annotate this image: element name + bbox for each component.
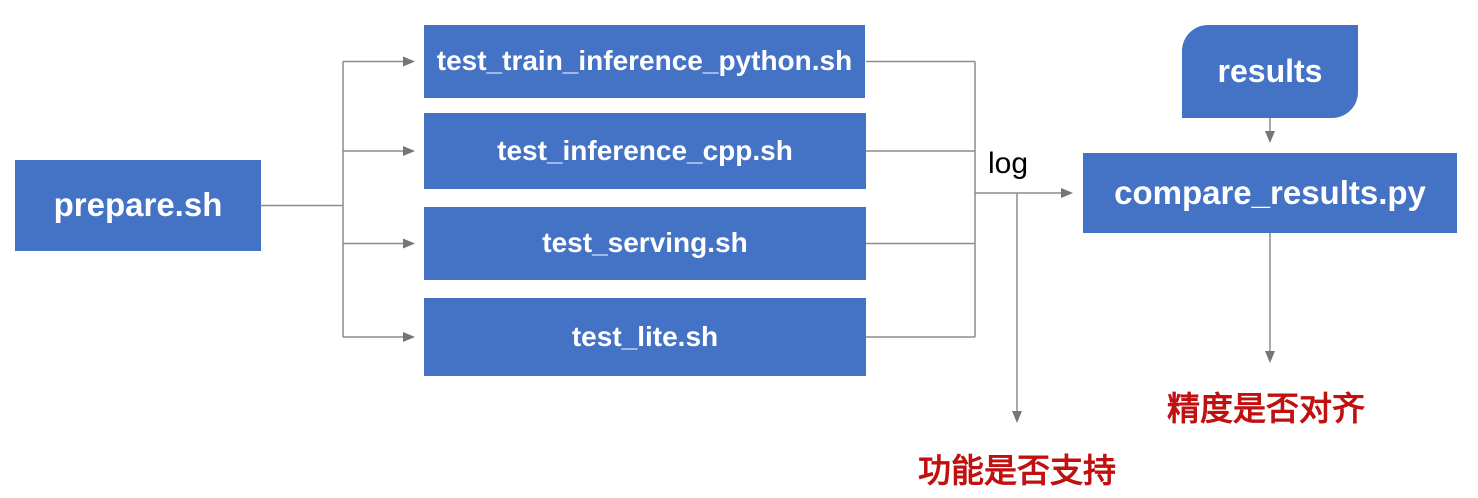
node-test-lite-sh: test_lite.sh	[424, 298, 866, 376]
edge-label-log: log	[988, 147, 1029, 180]
node-results: results	[1182, 25, 1358, 118]
annotation-function-support: 功能是否支持	[918, 452, 1116, 489]
node-test-train-inference-python-sh: test_train_inference_python.sh	[424, 25, 865, 98]
node-test-inference-cpp-sh: test_inference_cpp.sh	[424, 113, 866, 189]
node-compare-results-py: compare_results.py	[1083, 153, 1457, 233]
node-prepare-sh: prepare.sh	[15, 160, 261, 251]
annotation-precision-alignment: 精度是否对齐	[1167, 390, 1365, 427]
node-test-serving-sh: test_serving.sh	[424, 207, 866, 280]
